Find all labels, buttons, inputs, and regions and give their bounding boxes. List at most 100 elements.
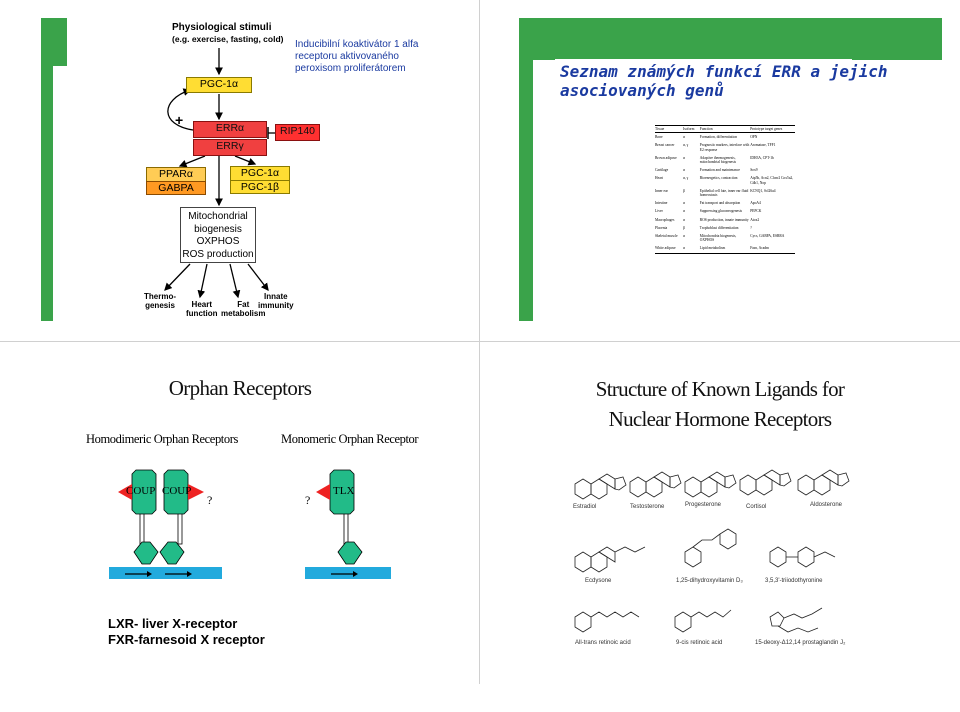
- table-cell: Cartilage: [655, 168, 669, 173]
- label-ecdysone: Ecdysone: [585, 578, 612, 584]
- output-line: immunity: [258, 301, 294, 310]
- unknown-ligand-left: ?: [207, 493, 212, 507]
- caption-line: receptoru aktivovaného: [295, 51, 399, 62]
- table-cell: Formation, differentiation: [699, 135, 738, 140]
- output-line: genesis: [145, 301, 175, 310]
- pgc1a-box-top: PGC-1α: [186, 77, 252, 93]
- table-cell: Macrophages: [655, 217, 675, 222]
- table-cell: ApoA4: [750, 201, 761, 206]
- slide-accent-block: [41, 18, 67, 66]
- table-cell: α, γ: [683, 176, 689, 181]
- table-header-row: Tissue Isoform Function Prototype target…: [655, 124, 795, 134]
- hinge: [139, 511, 145, 545]
- cisra-structure: [674, 609, 732, 633]
- table-cell: PEPCK: [750, 209, 762, 214]
- table-cell: α: [683, 168, 685, 173]
- dna-arrowhead: [353, 571, 358, 577]
- lbd-tlx: [329, 469, 355, 515]
- estradiol-structure: [574, 473, 627, 500]
- table-row: Brown adipose α Adaptive thermogenesis, mi…: [655, 154, 795, 166]
- stimuli-subtitle: (e.g. exercise, fasting, cold): [172, 34, 284, 44]
- slide-known-ligands: Structure of Known Ligands for Nuclear H…: [480, 342, 960, 684]
- pathway-arrows: [164, 48, 275, 299]
- lbd-coup-right: [163, 469, 189, 515]
- ligand-structures: [574, 469, 850, 633]
- erra-box: ERRα: [193, 121, 267, 138]
- slide-err-pathway: Physiological stimuli (e.g. exercise, fa…: [0, 0, 479, 341]
- table-cell: Suppressing gluconeogenesis: [699, 209, 743, 214]
- slide-accent-left: [519, 18, 533, 321]
- label-aldosterone: Aldosterone: [810, 502, 843, 508]
- table-cell: IDH3A, CPT-1b: [750, 155, 774, 160]
- label-progesterone: Progesterone: [685, 502, 722, 508]
- slide-accent-bar: [41, 18, 53, 321]
- table-cell: Epithelial cell fate, inner ear fluid ho…: [699, 188, 749, 198]
- title-line: Nuclear Hormone Receptors: [608, 407, 832, 431]
- label-atra: All-trans retinoic acid: [575, 640, 631, 646]
- t3-structure: [769, 546, 836, 568]
- dna-strand-left: [109, 567, 222, 579]
- table-cell: Prognostic markers, interface with E2 re…: [699, 143, 750, 152]
- stimuli-title: Physiological stimuli: [172, 22, 272, 33]
- mitochondrial-box: Mitochondrial biogenesis OXPHOS ROS prod…: [180, 207, 256, 263]
- label-cortisol: Cortisol: [746, 504, 767, 510]
- feedback-loop: [167, 88, 194, 131]
- coup-label-left: COUP: [126, 485, 155, 497]
- table-cell: Liver: [655, 209, 663, 214]
- output-heart-function: Heart function: [186, 300, 218, 318]
- arrow-err-to-pgc: [234, 155, 257, 166]
- slide-divider-vertical: [479, 0, 480, 684]
- slide-accent-top: [519, 18, 942, 60]
- caption-line: peroxisom proliferátorem: [295, 63, 406, 74]
- output-innate-immunity: Innate immunity: [258, 292, 294, 310]
- ecdysone-structure: [574, 546, 646, 573]
- output-line: Fat: [237, 300, 250, 309]
- title-line: asociovaných genů: [560, 81, 724, 100]
- table-cell: α: [683, 155, 685, 160]
- table-cell: α, γ: [683, 143, 689, 148]
- table-cell: α: [683, 244, 700, 254]
- table-cell: Cycs, GABPA, ESRRA: [750, 234, 785, 239]
- table-cell: OPN: [750, 135, 758, 140]
- title-line: Structure of Known Ligands for: [595, 377, 845, 401]
- table-cell: Brown adipose: [655, 155, 677, 160]
- coup-label-right: COUP: [162, 485, 191, 497]
- table-cell: Intestine: [655, 201, 668, 206]
- table-cell: Bone: [655, 135, 663, 140]
- errg-box: ERRγ: [193, 139, 267, 156]
- table-cell: ?: [750, 225, 752, 230]
- testosterone-structure: [629, 471, 682, 498]
- table-cell: Atox2: [750, 217, 760, 222]
- output-line: Thermo-: [144, 292, 176, 301]
- slide-divider-horizontal: [0, 341, 960, 342]
- pgj2-structure: [769, 607, 823, 633]
- subtitle-monomeric: Monomeric Orphan Receptor: [281, 432, 419, 446]
- dna-arrowhead: [147, 571, 152, 577]
- subtitle-homodimeric: Homodimeric Orphan Receptors: [86, 432, 238, 446]
- table-cell: Bioenergetics, contraction: [699, 176, 738, 181]
- slide-err-functions: Seznam známých funkcí ERR a jejich asoci…: [480, 0, 960, 341]
- label-pgj2: 15-deoxy-Δ12,14 prostaglandin J₂: [755, 640, 846, 646]
- table-cell: α: [683, 201, 685, 206]
- table-cell: Inner ear: [655, 188, 668, 193]
- table-cell: α: [683, 217, 685, 222]
- dbd-hexagon: [159, 541, 185, 565]
- table-cell: Adaptive thermogenesis, mitochondrial bi…: [699, 155, 737, 165]
- cortisol-structure: [739, 469, 792, 496]
- hinge: [343, 511, 349, 545]
- label-cisra: 9-cis retinoic acid: [676, 640, 723, 646]
- slide-orphan-receptors: Orphan Receptors Homodimeric Orphan Rece…: [0, 342, 479, 684]
- slide-body: [533, 60, 942, 321]
- ligand-triangle: [188, 484, 204, 500]
- title-backdrop: [555, 59, 852, 103]
- slide-title: Structure of Known Ligands for Nuclear H…: [520, 374, 920, 434]
- table-header: Tissue: [655, 124, 683, 134]
- table-cell: Atp5b, Acn2, Clcnr2 Cox5a2, Cdh1, Nop: [750, 176, 794, 185]
- table-header: Isoform: [683, 124, 700, 134]
